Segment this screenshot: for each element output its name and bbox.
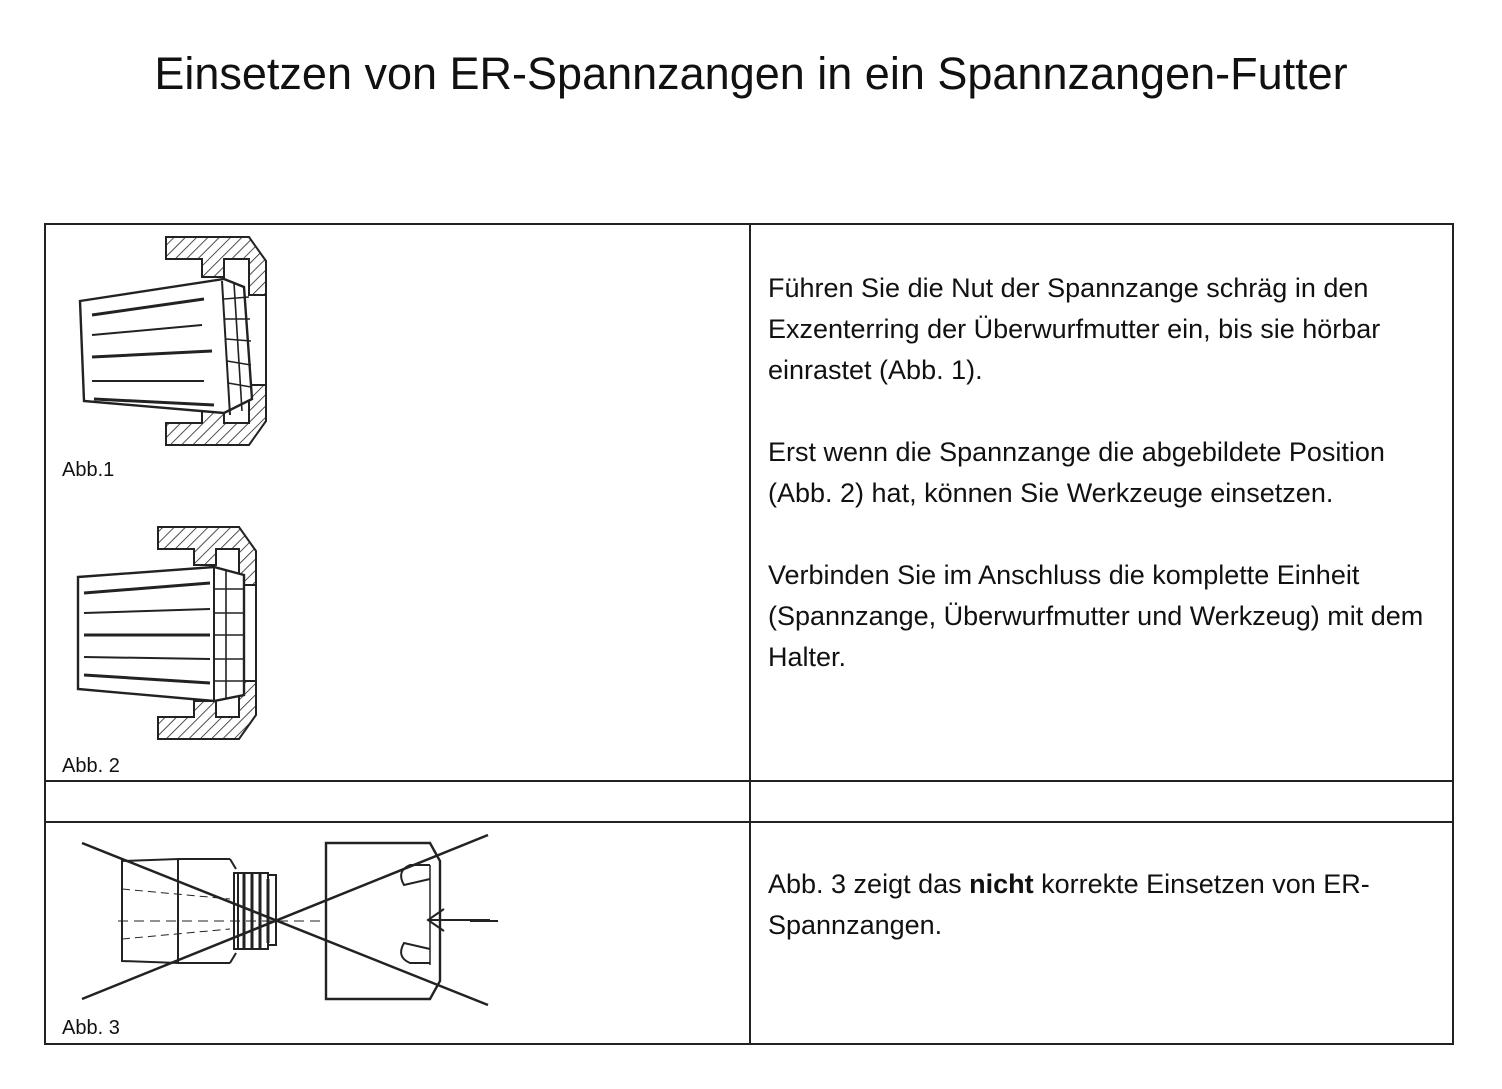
table-row-spacer <box>44 780 1454 823</box>
figures-cell-bottom: Abb. 3 <box>44 821 751 1045</box>
text-span: korrekte Einsetzen von ER-Spannzangen. <box>768 869 1370 940</box>
empty-cell <box>44 780 751 823</box>
collet-seated-icon <box>76 526 257 740</box>
instruction-paragraph: Verbinden Sie im Anschluss die komplette… <box>768 560 1424 672</box>
figure-caption-abb3: Abb. 3 <box>62 1017 120 1039</box>
instruction-paragraph: Führen Sie die Nut der Spannzange schräg… <box>768 273 1381 385</box>
emphasis-text: nicht <box>969 869 1034 899</box>
figure-caption-abb2: Abb. 2 <box>62 755 120 777</box>
instruction-text-cell: Führen Sie die Nut der Spannzange schräg… <box>749 223 1454 782</box>
table-row: Abb. 3 Abb. 3 zeigt das nicht korrekte E… <box>44 821 1454 1045</box>
text-span: Abb. 3 zeigt das <box>768 869 970 899</box>
instruction-paragraph: Erst wenn die Spannzange die abgebildete… <box>768 437 1385 508</box>
instruction-paragraph-incorrect: Abb. 3 zeigt das nicht korrekte Einsetze… <box>768 864 1442 946</box>
page-title: Einsetzen von ER-Spannzangen in ein Span… <box>154 48 1348 99</box>
collet-inserted-tilted-icon <box>78 236 267 446</box>
arrow-left-icon <box>426 908 490 932</box>
instruction-text-cell: Abb. 3 zeigt das nicht korrekte Einsetze… <box>749 821 1454 1045</box>
table-row: Abb.1 <box>44 223 1454 782</box>
figures-cell-top: Abb.1 <box>44 223 751 782</box>
empty-cell <box>749 780 1454 823</box>
instruction-table: Abb.1 <box>44 223 1454 1045</box>
figure-caption-abb1: Abb.1 <box>62 459 115 481</box>
collet-incorrect-crossed-out-icon <box>81 833 498 1007</box>
